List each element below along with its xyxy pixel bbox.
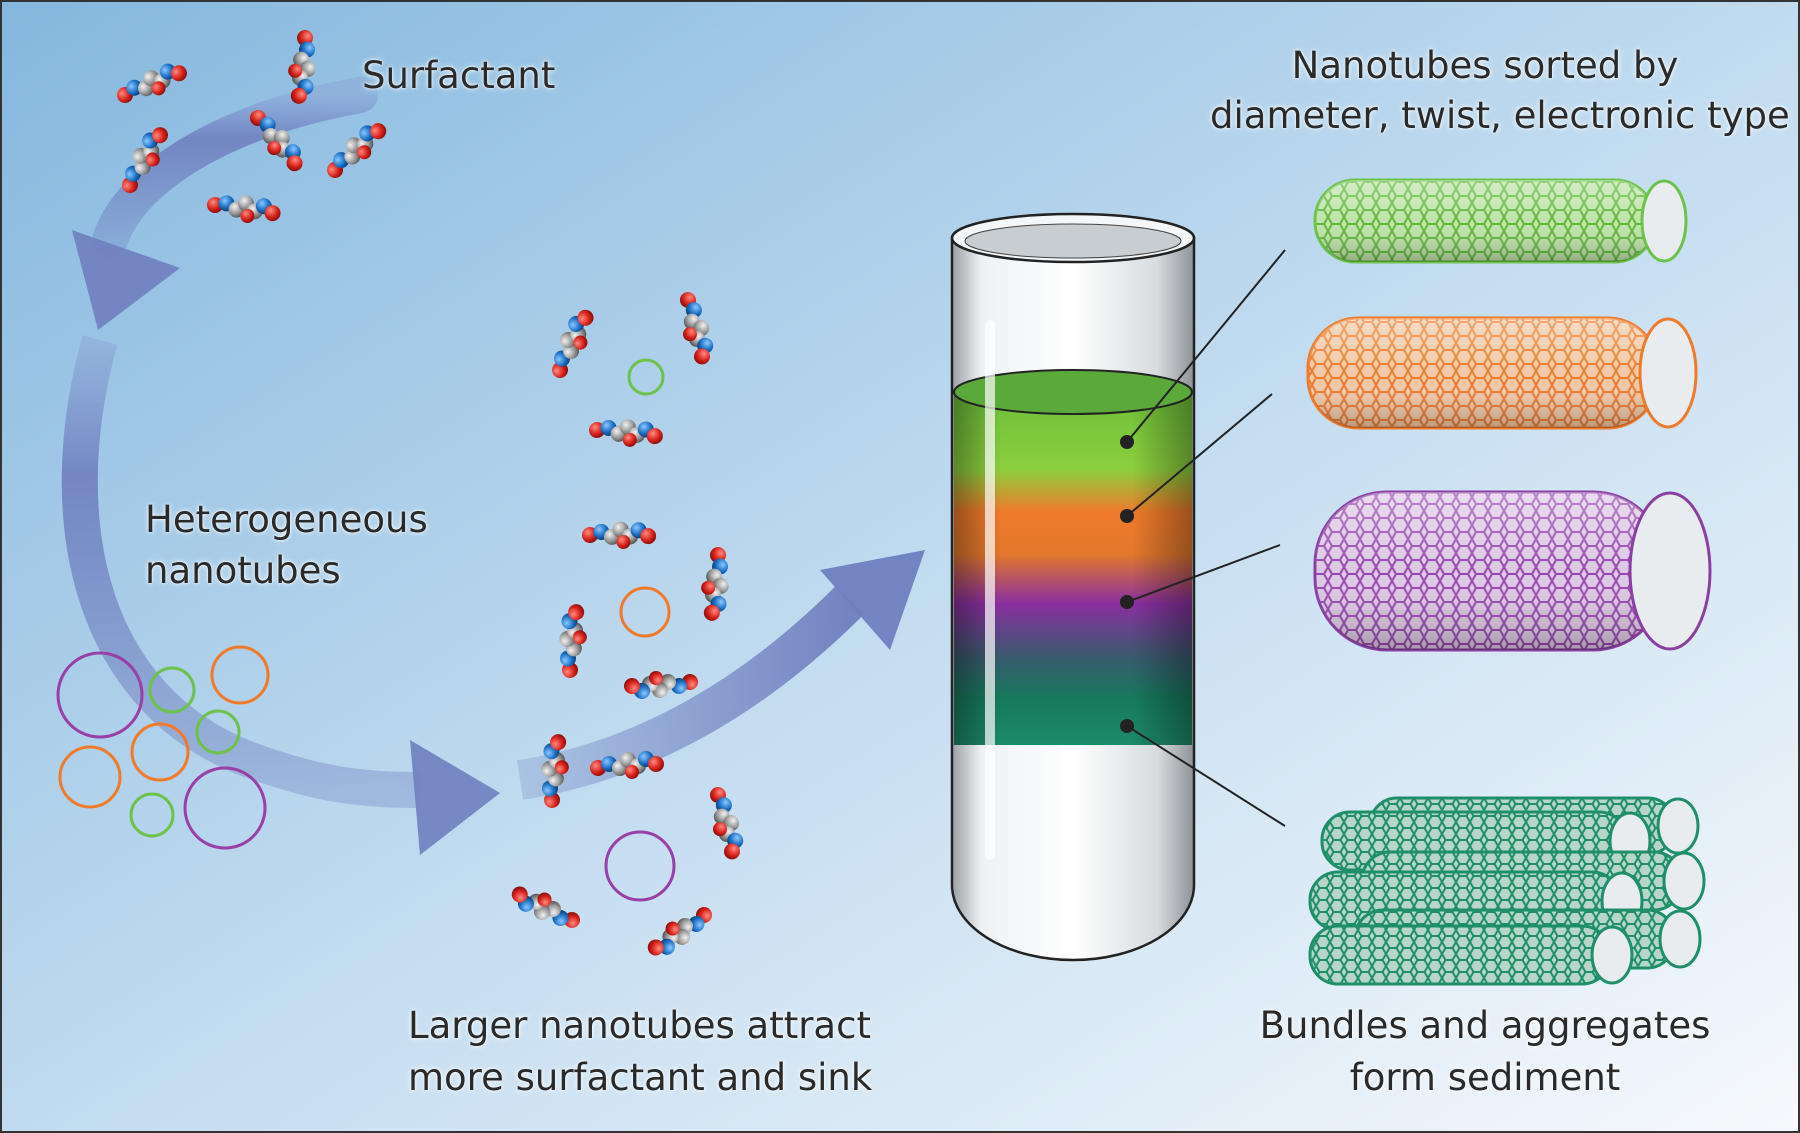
label-sorted-line2: diameter, twist, electronic type	[1210, 94, 1790, 137]
nanotube-green	[1313, 178, 1688, 264]
label-surfactant: Surfactant	[362, 54, 556, 97]
label-bundles-line1: Bundles and aggregates	[1259, 1004, 1711, 1047]
label-heterogeneous-line2: nanotubes	[145, 549, 341, 592]
label-sorted-line1: Nanotubes sorted by	[1291, 44, 1679, 87]
test-tube-icon	[950, 212, 1196, 962]
curved-arrow-icon	[61, 77, 500, 855]
micelle-large	[506, 732, 747, 963]
label-larger-line2: more surfactant and sink	[408, 1056, 873, 1099]
label-larger-line1: Larger nanotubes attract	[408, 1004, 871, 1047]
leader-lines	[1120, 249, 1286, 827]
micelle-small	[541, 289, 717, 453]
micelle-medium	[551, 517, 737, 699]
right-arrow-icon	[516, 550, 925, 800]
nanotube-bundle	[1308, 796, 1706, 986]
label-heterogeneous-line1: Heterogeneous	[145, 498, 428, 541]
nanotube-purple	[1313, 490, 1712, 652]
heterogeneous-nanotube-rings	[56, 645, 270, 850]
nanotube-orange	[1306, 316, 1698, 430]
label-bundles-line2: form sediment	[1349, 1056, 1621, 1099]
